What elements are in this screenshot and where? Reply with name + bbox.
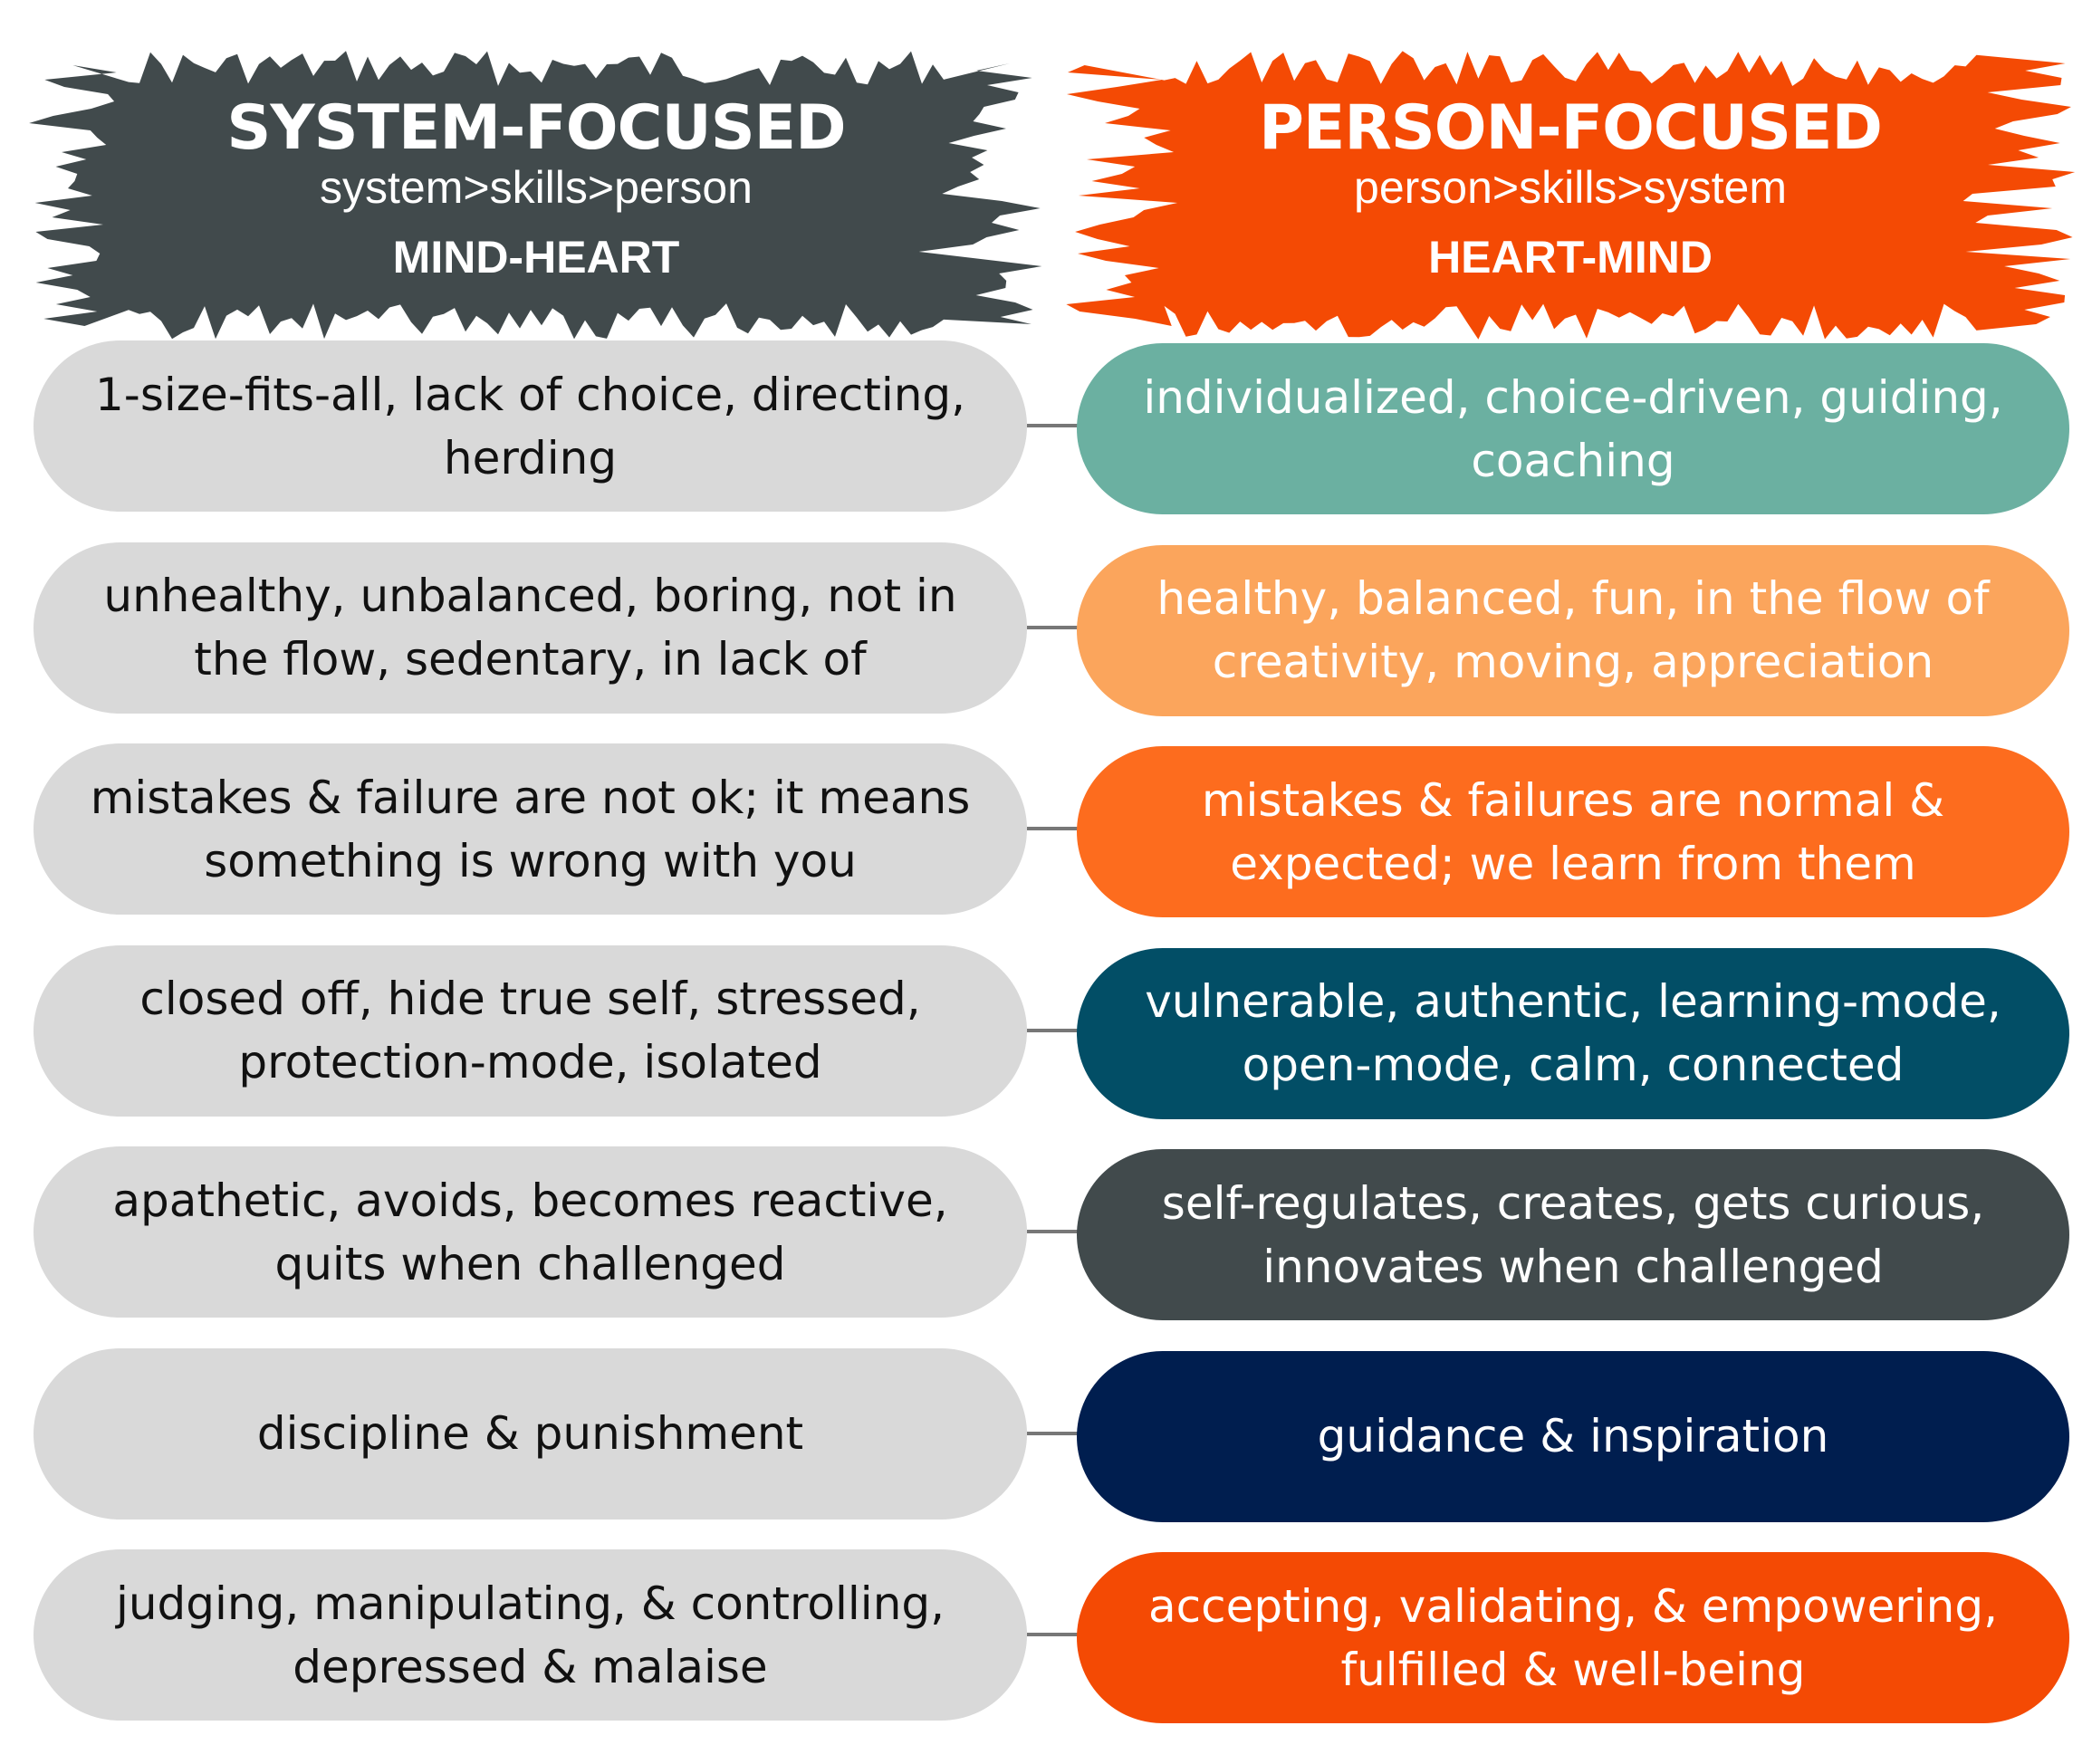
system-pill: closed off, hide true self, stressed, pr… [34, 944, 1027, 1117]
header-mode: HEART-MIND [1428, 232, 1713, 283]
system-pill: 1-size-fits-all, lack of choice, directi… [34, 340, 1027, 512]
person-pill: individualized, choice-driven, guiding, … [1077, 343, 2069, 514]
person-focused-header: PERSON-FOCUSED person>skills>system HEAR… [1056, 36, 2085, 344]
brush-stroke-shape [29, 51, 1042, 340]
header-subtitle: person>skills>system [1354, 162, 1787, 213]
header-title: SYSTEM-FOCUSED [226, 92, 846, 164]
system-pill: unhealthy, unbalanced, boring, not in th… [34, 542, 1027, 714]
person-pill: mistakes & failures are normal & expecte… [1077, 746, 2069, 917]
person-pill: healthy, balanced, fun, in the flow of c… [1077, 544, 2069, 716]
person-pill: vulnerable, authentic, learning-mode, op… [1077, 947, 2069, 1119]
header-title: PERSON-FOCUSED [1259, 92, 1883, 164]
header-subtitle: system>skills>person [320, 162, 753, 213]
system-pill: mistakes & failure are not ok; it means … [34, 743, 1027, 915]
system-focused-header: SYSTEM-FOCUSED system>skills>person MIND… [20, 36, 1052, 344]
person-pill: self-regulates, creates, gets curious, i… [1077, 1149, 2069, 1320]
system-pill: discipline & punishment [34, 1347, 1027, 1520]
header-mode: MIND-HEART [392, 232, 680, 283]
system-pill: judging, manipulating, & controlling, de… [34, 1549, 1027, 1721]
system-pill: apathetic, avoids, becomes reactive, qui… [34, 1146, 1027, 1318]
brush-stroke-shape [1066, 51, 2076, 340]
person-pill: accepting, validating, & empowering, ful… [1077, 1552, 2069, 1723]
person-pill: guidance & inspiration [1077, 1350, 2069, 1522]
